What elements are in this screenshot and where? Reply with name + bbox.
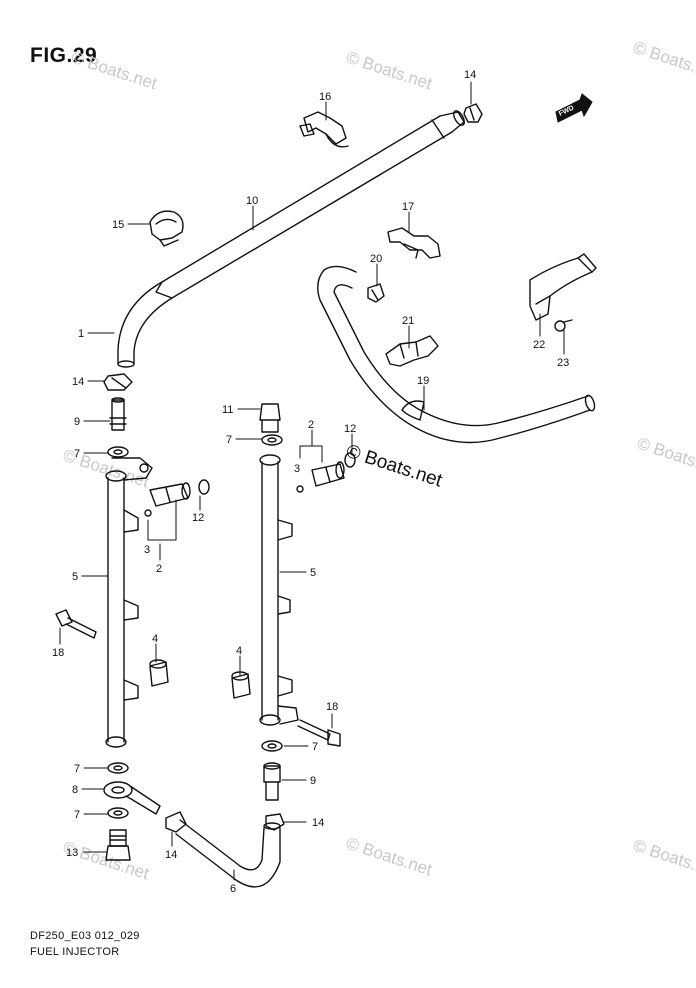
callout-18: 18 [326,701,338,713]
callout-labels: 14 16 10 15 17 20 1 21 22 23 19 14 9 11 … [52,69,569,895]
washer-7-upper-left [107,446,129,458]
callout-10: 10 [246,195,258,207]
callout-7: 7 [74,448,80,460]
clamp-15 [149,210,184,247]
callout-7: 7 [74,809,80,821]
plug-11 [259,403,281,433]
injector-left [144,482,191,517]
callout-13: 13 [66,847,78,859]
clamp-16 [299,111,349,148]
callout-5: 5 [72,571,78,583]
callout-4: 4 [236,645,242,657]
callout-7: 7 [226,434,232,446]
bolt-23 [554,319,573,332]
callout-20: 20 [370,253,382,265]
callout-2: 2 [156,563,162,575]
watermark-8: © Boats.net [631,836,696,882]
callout-18: 18 [52,647,64,659]
watermark-2: © Boats.net [631,38,696,84]
fitting-9-lower [263,762,281,801]
clamp-21 [385,335,439,367]
clip-14-lower-left [165,811,187,833]
leader-lines [59,81,565,881]
callout-7: 7 [312,741,318,753]
hose-10 [117,110,465,368]
callout-14: 14 [72,376,84,388]
callout-15: 15 [112,219,124,231]
callout-14: 14 [165,849,177,861]
watermark-center: © Boats.net [343,441,445,492]
callout-4: 4 [152,633,158,645]
callout-9: 9 [310,775,316,787]
bracket-22 [529,253,597,321]
callout-21: 21 [402,315,414,327]
washer-7-lower-left-b [107,807,129,819]
callout-16: 16 [319,91,331,103]
watermark-5: © Boats.net [635,434,696,480]
callout-7: 7 [74,763,80,775]
figure-title: FIG.29 [30,44,98,67]
callout-9: 9 [74,416,80,428]
callout-12: 12 [344,423,356,435]
banjo-fitting-8 [103,781,161,815]
figure-name: FUEL INJECTOR [30,946,120,958]
clip-14-top [463,103,483,123]
callout-14: 14 [312,817,324,829]
washer-7-lower-left-a [107,762,129,774]
callout-1: 1 [78,328,84,340]
spacer-4-left [149,659,169,687]
watermarks: © Boats.net © Boats.net © Boats.net © Bo… [61,38,696,884]
fuel-rail-right [259,454,299,726]
fuel-rail-left [105,457,153,748]
callout-19: 19 [417,375,429,387]
clip-14-lower-right [265,813,285,831]
washer-7-mid-right [261,740,283,752]
callout-3: 3 [294,463,300,475]
clip-14-left-upper [103,373,133,391]
fwd-arrow-icon: FWD [555,93,593,123]
bolt-18-right [297,719,341,747]
callout-2: 2 [308,419,314,431]
bolt-18-left [55,609,97,639]
callout-17: 17 [402,201,414,213]
callout-11: 11 [222,404,233,416]
callout-14: 14 [464,69,476,81]
callout-6: 6 [230,883,236,895]
callout-5: 5 [310,567,316,579]
o-ring-12-left [198,479,210,495]
injector-right [296,461,345,493]
banjo-bolt-13 [105,829,131,861]
watermark-3: © Boats.net [69,48,160,94]
callout-23: 23 [557,357,569,369]
clamp-17 [387,227,441,259]
callout-3: 3 [144,544,150,556]
watermark-7: © Boats.net [344,834,435,880]
washer-7-upper-right [261,434,283,446]
o-ring-12-right [344,452,356,468]
hose-19 [317,265,596,444]
spacer-4-right [231,671,251,699]
hose-6 [175,819,281,888]
callout-22: 22 [533,339,545,351]
fitting-9-upper [109,397,127,431]
watermark-1: © Boats.net [344,48,435,94]
clip-20 [367,283,385,303]
callout-8: 8 [72,784,78,796]
figure-code: DF250_E03 012_029 [30,930,140,942]
callout-12: 12 [192,512,204,524]
